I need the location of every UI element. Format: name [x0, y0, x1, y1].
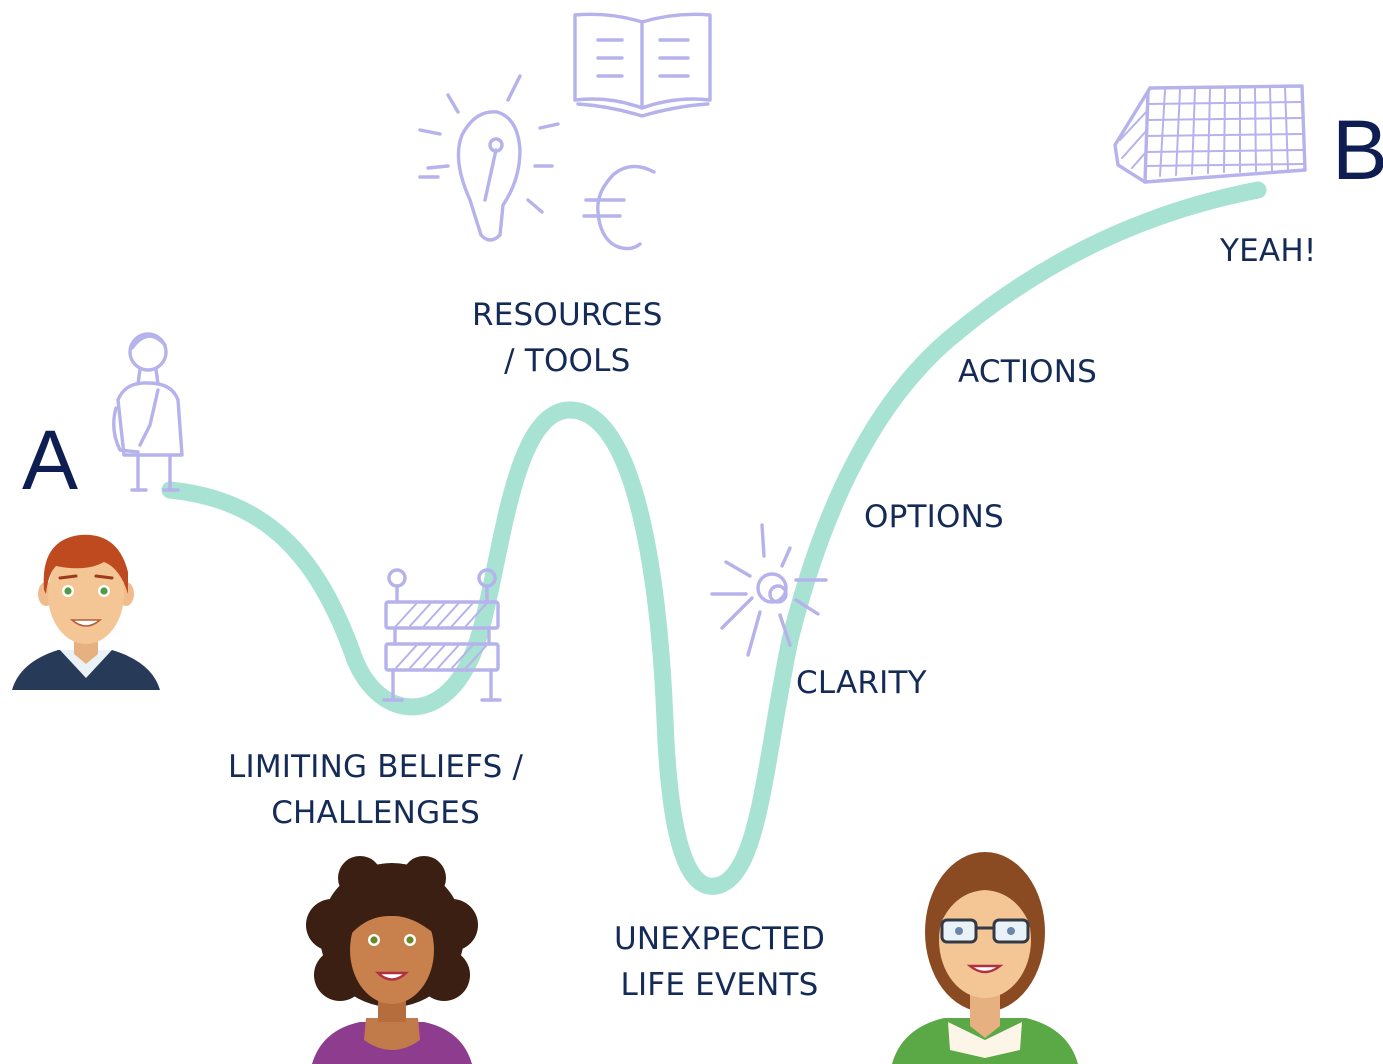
actions-label: ACTIONS	[958, 354, 1098, 390]
resources-tools-label: RESOURCES / TOOLS	[472, 292, 663, 384]
lightbulb-icon	[418, 74, 560, 242]
limiting-beliefs-label: LIMITING BELIEFS / CHALLENGES	[228, 744, 523, 836]
point-a-label: A	[22, 413, 79, 507]
limiting-beliefs-line1: LIMITING BELIEFS /	[228, 749, 524, 785]
unexpected-line1: UNEXPECTED	[614, 921, 826, 957]
resources-tools-line1: RESOURCES	[472, 297, 663, 333]
euro-icon	[582, 164, 656, 251]
curly-woman-avatar	[306, 856, 478, 1064]
goal-icon	[1113, 84, 1307, 184]
resources-tools-line2: / TOOLS	[504, 343, 631, 379]
yeah-label: YEAH!	[1220, 233, 1317, 269]
point-b-label: B	[1332, 103, 1383, 197]
unexpected-line2: LIFE EVENTS	[620, 967, 819, 1003]
clarity-label: CLARITY	[796, 665, 927, 701]
unexpected-life-events-label: UNEXPECTED LIFE EVENTS	[614, 916, 825, 1008]
hiker-icon	[112, 332, 184, 492]
book-icon	[573, 12, 712, 118]
sun-icon	[710, 523, 828, 657]
glasses-woman-avatar	[892, 852, 1078, 1064]
journey-path	[161, 181, 1267, 895]
barrier-icon	[382, 568, 502, 702]
limiting-beliefs-line2: CHALLENGES	[271, 795, 480, 831]
man-avatar	[12, 534, 160, 690]
options-label: OPTIONS	[864, 499, 1004, 535]
